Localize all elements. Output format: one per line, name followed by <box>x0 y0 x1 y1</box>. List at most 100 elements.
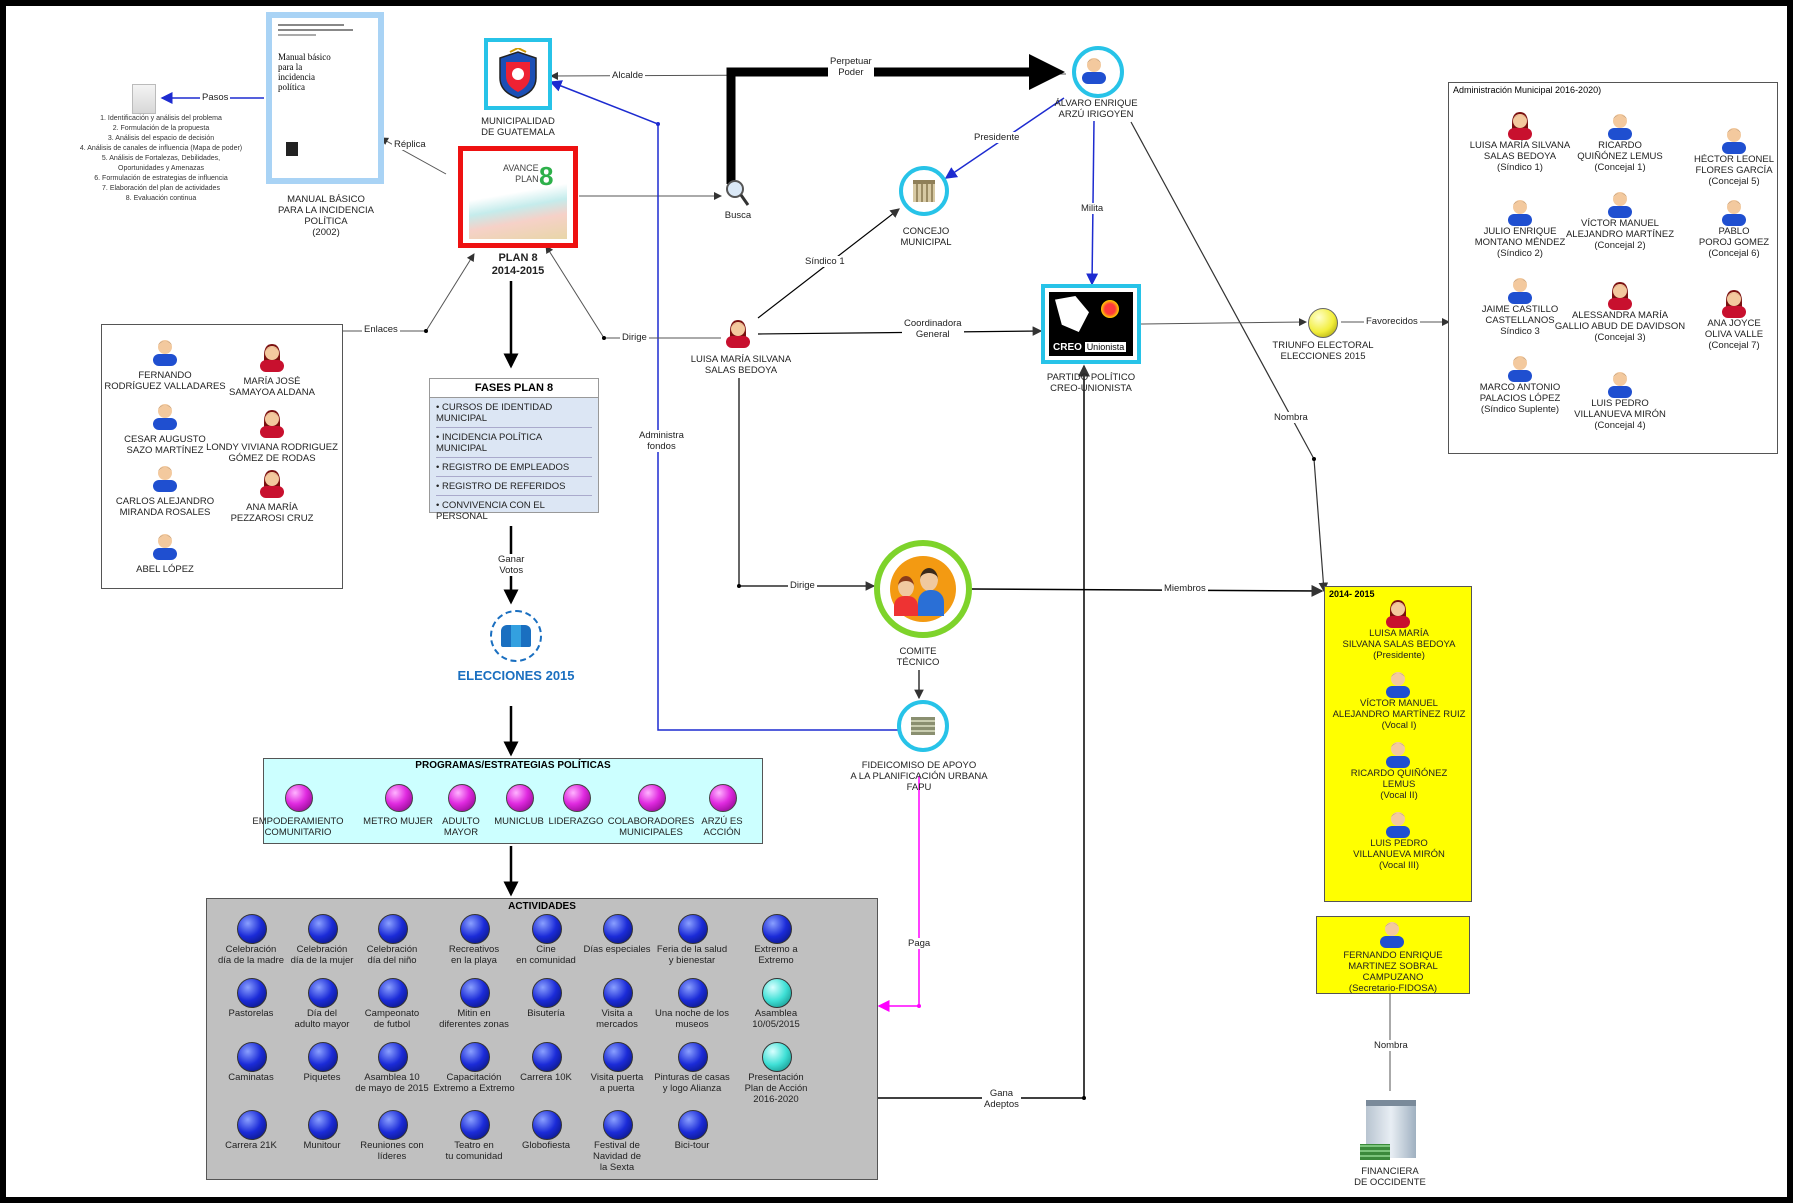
activity-node[interactable] <box>762 1042 792 1072</box>
concejo-label: CONCEJO MUNICIPAL <box>900 226 952 248</box>
activity-label: Días especiales <box>583 944 651 955</box>
program-node[interactable] <box>709 784 737 812</box>
activity-node[interactable] <box>460 914 490 944</box>
activity-node[interactable] <box>460 978 490 1008</box>
program-node[interactable] <box>285 784 313 812</box>
magnifier-icon[interactable] <box>724 178 750 208</box>
program-node[interactable] <box>385 784 413 812</box>
enlace-person-label: MARÍA JOSÉ SAMAYOA ALDANA <box>229 376 315 398</box>
admin-member-label: RICARDO QUIÑÓNEZ LEMUS (Concejal 1) <box>1577 140 1663 173</box>
comite-node[interactable] <box>874 540 972 638</box>
activity-label: Munitour <box>303 1140 341 1151</box>
program-node[interactable] <box>563 784 591 812</box>
activity-node[interactable] <box>762 914 792 944</box>
creo-logo-text: CREO Unionista <box>1053 342 1127 353</box>
comite-label: COMITE TÉCNICO <box>896 646 940 668</box>
activity-node[interactable] <box>378 978 408 1008</box>
man-avatar-icon <box>1080 54 1108 84</box>
activity-node[interactable] <box>460 1110 490 1140</box>
activity-label: Globofiesta <box>521 1140 571 1151</box>
woman-avatar-icon <box>258 468 286 498</box>
activity-label: Campeonato de futbol <box>364 1008 420 1030</box>
activity-node[interactable] <box>237 1110 267 1140</box>
programas-title: PROGRAMAS/ESTRATEGIAS POLÍTICAS <box>415 760 611 771</box>
man-avatar-icon <box>151 462 179 492</box>
woman-avatar-icon <box>1720 288 1748 318</box>
activity-label: Extremo a Extremo <box>754 944 798 966</box>
money-stack-icon <box>911 717 935 735</box>
activity-node[interactable] <box>237 1042 267 1072</box>
edge-label-administra: Administra fondos <box>637 430 686 452</box>
triunfo-node[interactable] <box>1308 308 1338 338</box>
activity-label: Bisutería <box>527 1008 565 1019</box>
activity-node[interactable] <box>678 914 708 944</box>
man-avatar-icon <box>1506 196 1534 226</box>
bank-building-icon[interactable] <box>1360 1100 1416 1160</box>
program-node[interactable] <box>638 784 666 812</box>
activity-node[interactable] <box>532 1110 562 1140</box>
activity-node[interactable] <box>308 1042 338 1072</box>
activity-label: Celebración día de la madre <box>217 944 284 966</box>
fases-item: • REGISTRO DE REFERIDOS <box>436 481 592 496</box>
program-node[interactable] <box>506 784 534 812</box>
activity-label: Asamblea 10 de mayo de 2015 <box>355 1072 429 1094</box>
program-node[interactable] <box>448 784 476 812</box>
man-avatar-icon <box>1506 274 1534 304</box>
program-label: COLABORADORES MUNICIPALES <box>607 816 695 838</box>
activity-node[interactable] <box>237 978 267 1008</box>
edge-label-sindico1: Síndico 1 <box>803 256 847 267</box>
activity-node[interactable] <box>237 914 267 944</box>
fideicomiso-node[interactable] <box>897 700 949 752</box>
edge-label-enlaces: Enlaces <box>362 324 400 335</box>
edge-label-nombra-financiera: Nombra <box>1372 1040 1410 1051</box>
building-icon <box>913 180 935 202</box>
activity-node[interactable] <box>532 978 562 1008</box>
man-avatar-icon <box>1384 738 1412 768</box>
activity-node[interactable] <box>308 914 338 944</box>
admin-member-label: JAIME CASTILLO CASTELLANOS Síndico 3 <box>1481 304 1559 337</box>
diagram-canvas: Manual básico para la incidencia polític… <box>6 6 1787 1197</box>
activity-label: Celebración día del niño <box>366 944 418 966</box>
manual-cover-title: Manual básico para la incidencia polític… <box>278 52 331 92</box>
edge-label-presidente: Presidente <box>972 132 1022 143</box>
activity-label: Piquetes <box>303 1072 341 1083</box>
edge-label-milita: Milita <box>1079 203 1106 214</box>
edge-label-favorecidos: Favorecidos <box>1364 316 1420 327</box>
activity-node[interactable] <box>678 1042 708 1072</box>
activity-node[interactable] <box>678 978 708 1008</box>
enlaces-box <box>101 324 343 589</box>
woman-avatar-icon <box>258 408 286 438</box>
activity-node[interactable] <box>378 1110 408 1140</box>
activity-node[interactable] <box>603 978 633 1008</box>
activity-node[interactable] <box>603 914 633 944</box>
program-label: METRO MUJER <box>363 816 433 827</box>
actividades-title: ACTIVIDADES <box>508 901 576 912</box>
activity-label: Teatro en tu comunidad <box>445 1140 503 1162</box>
fideicomiso-label: FIDEICOMISO DE APOYO A LA PLANIFICACIÓN … <box>850 760 988 793</box>
comite-member-label: LUIS PEDRO VILLANUEVA MIRÓN (Vocal III) <box>1353 838 1445 871</box>
activity-label: Visita puerta a puerta <box>590 1072 644 1094</box>
activity-node[interactable] <box>532 1042 562 1072</box>
activity-node[interactable] <box>603 1042 633 1072</box>
activity-node[interactable] <box>762 978 792 1008</box>
municipalidad-node[interactable] <box>484 38 552 110</box>
activity-node[interactable] <box>603 1110 633 1140</box>
activity-node[interactable] <box>378 914 408 944</box>
activity-node[interactable] <box>308 1110 338 1140</box>
enlace-person-label: LONDY VIVIANA RODRIGUEZ GÓMEZ DE RODAS <box>206 442 338 464</box>
activity-node[interactable] <box>678 1110 708 1140</box>
admin-member-label: ALESSANDRA MARÍA GALLIO ABUD DE DAVIDSON… <box>1554 310 1686 343</box>
fernando-label: FERNANDO ENRIQUE MARTINEZ SOBRAL CAMPUZA… <box>1343 950 1443 994</box>
partido-node[interactable]: CREO Unionista <box>1041 284 1141 364</box>
activity-label: Presentación Plan de Acción 2016-2020 <box>744 1072 808 1105</box>
concejo-node[interactable] <box>899 166 949 216</box>
manual-document[interactable]: Manual básico para la incidencia polític… <box>266 12 384 184</box>
plan8-node[interactable]: AVANCE PLAN 8 <box>458 146 578 248</box>
activity-node[interactable] <box>532 914 562 944</box>
activity-label: Mitin en diferentes zonas <box>439 1008 509 1030</box>
activity-label: Asamblea 10/05/2015 <box>752 1008 800 1030</box>
activity-node[interactable] <box>460 1042 490 1072</box>
activity-node[interactable] <box>378 1042 408 1072</box>
elecciones-title: ELECCIONES 2015 <box>457 668 575 683</box>
activity-node[interactable] <box>308 978 338 1008</box>
